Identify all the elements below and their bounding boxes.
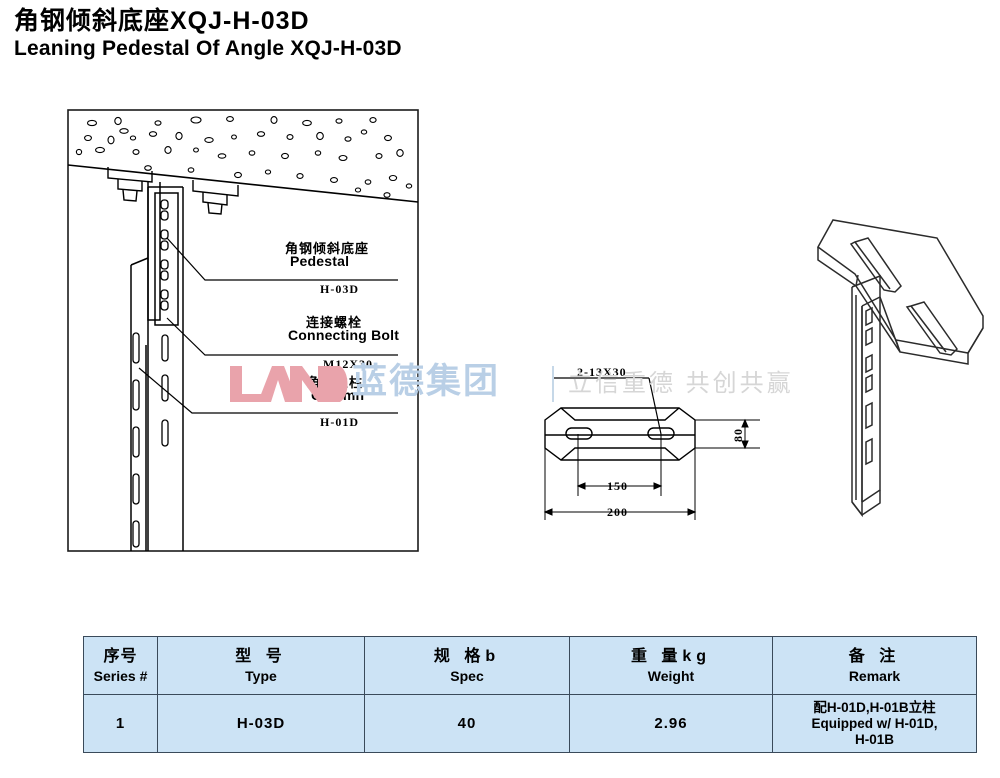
- callout-pedestal-code: H-03D: [320, 282, 359, 296]
- cell-weight: 2.96: [569, 694, 773, 753]
- header-type-en: Type: [245, 667, 277, 684]
- remark-line-3: H-01B: [854, 731, 894, 747]
- header-type-cn: 型 号: [235, 647, 287, 665]
- callout-column-code: H-01D: [320, 415, 359, 429]
- base-plate-front-view: [544, 407, 696, 461]
- anchor-bolt-left: [107, 167, 153, 202]
- remark-line-1: 配H-01D,H-01B立柱: [813, 699, 936, 715]
- dimension-height-80: [695, 418, 760, 450]
- engineering-drawing-svg: [67, 109, 984, 552]
- column-slots: [132, 332, 169, 548]
- dimension-height-text: 80: [731, 428, 745, 442]
- header-spec-en: Spec: [450, 667, 484, 684]
- header-series-en: Series #: [93, 667, 148, 684]
- callout-pedestal-label-en: Pedestal: [290, 253, 350, 269]
- table-header-spec: 规 格b Spec: [364, 636, 570, 695]
- header-weight-cn: 重 量kg: [630, 647, 712, 665]
- dimension-hole-spacing-150: [576, 434, 663, 496]
- header-remark-en: Remark: [848, 667, 901, 684]
- cell-type: H-03D: [157, 694, 365, 753]
- dimension-total-width-text: 200: [607, 505, 628, 519]
- slot-callout-leader: [554, 377, 662, 435]
- column-bolt-holes: [160, 199, 169, 311]
- cell-remark: 配H-01D,H-01B立柱 Equipped w/ H-01D, H-01B: [772, 694, 977, 753]
- header-series-cn: 序号: [103, 647, 138, 665]
- header-weight-en: Weight: [647, 667, 695, 684]
- concrete-ceiling: [67, 116, 419, 203]
- dimension-hole-spacing-text: 150: [607, 479, 628, 493]
- angle-steel-column: [130, 186, 184, 551]
- header-remark-cn: 备 注: [848, 647, 901, 665]
- header-spec-cn: 规 格b: [433, 647, 501, 665]
- callout-column-label-en: Column: [311, 387, 365, 403]
- table-header-row: 序号 Series # 型 号 Type 规 格b Spec 重 量kg Wei…: [83, 636, 977, 695]
- page-title-chinese: 角钢倾斜底座XQJ-H-03D: [14, 7, 310, 35]
- table-row: 1 H-03D 40 2.96 配H-01D,H-01B立柱 Equipped …: [83, 694, 977, 753]
- technical-drawing-area: 角钢倾斜底座 Pedestal H-03D 连接螺栓 Connecting Bo…: [0, 90, 1000, 580]
- table-header-series: 序号 Series #: [83, 636, 158, 695]
- callout-leaders: [138, 237, 398, 414]
- table-header-remark: 备 注 Remark: [772, 636, 977, 695]
- cell-series: 1: [83, 694, 158, 753]
- remark-line-2: Equipped w/ H-01D,: [811, 715, 938, 731]
- isometric-assembly-view: [817, 219, 984, 518]
- title-block: 角钢倾斜底座XQJ-H-03D Leaning Pedestal Of Angl…: [14, 6, 402, 62]
- callout-bolt-label-cn: 连接螺栓: [306, 315, 363, 330]
- dimension-total-width-200: [543, 448, 697, 520]
- page-title-english: Leaning Pedestal Of Angle XQJ-H-03D: [14, 37, 402, 60]
- callout-pedestal-label-cn: 角钢倾斜底座: [285, 241, 370, 256]
- anchor-bolt-right: [192, 180, 239, 215]
- cell-spec: 40: [364, 694, 570, 753]
- table-header-type: 型 号 Type: [157, 636, 365, 695]
- callout-bolt-label-en: Connecting Bolt: [288, 327, 400, 343]
- specification-table: 序号 Series # 型 号 Type 规 格b Spec 重 量kg Wei…: [83, 636, 977, 753]
- dimension-slot-note: 2-13X30: [577, 365, 627, 379]
- callout-bolt-code: M12X30: [323, 357, 373, 371]
- table-header-weight: 重 量kg Weight: [569, 636, 773, 695]
